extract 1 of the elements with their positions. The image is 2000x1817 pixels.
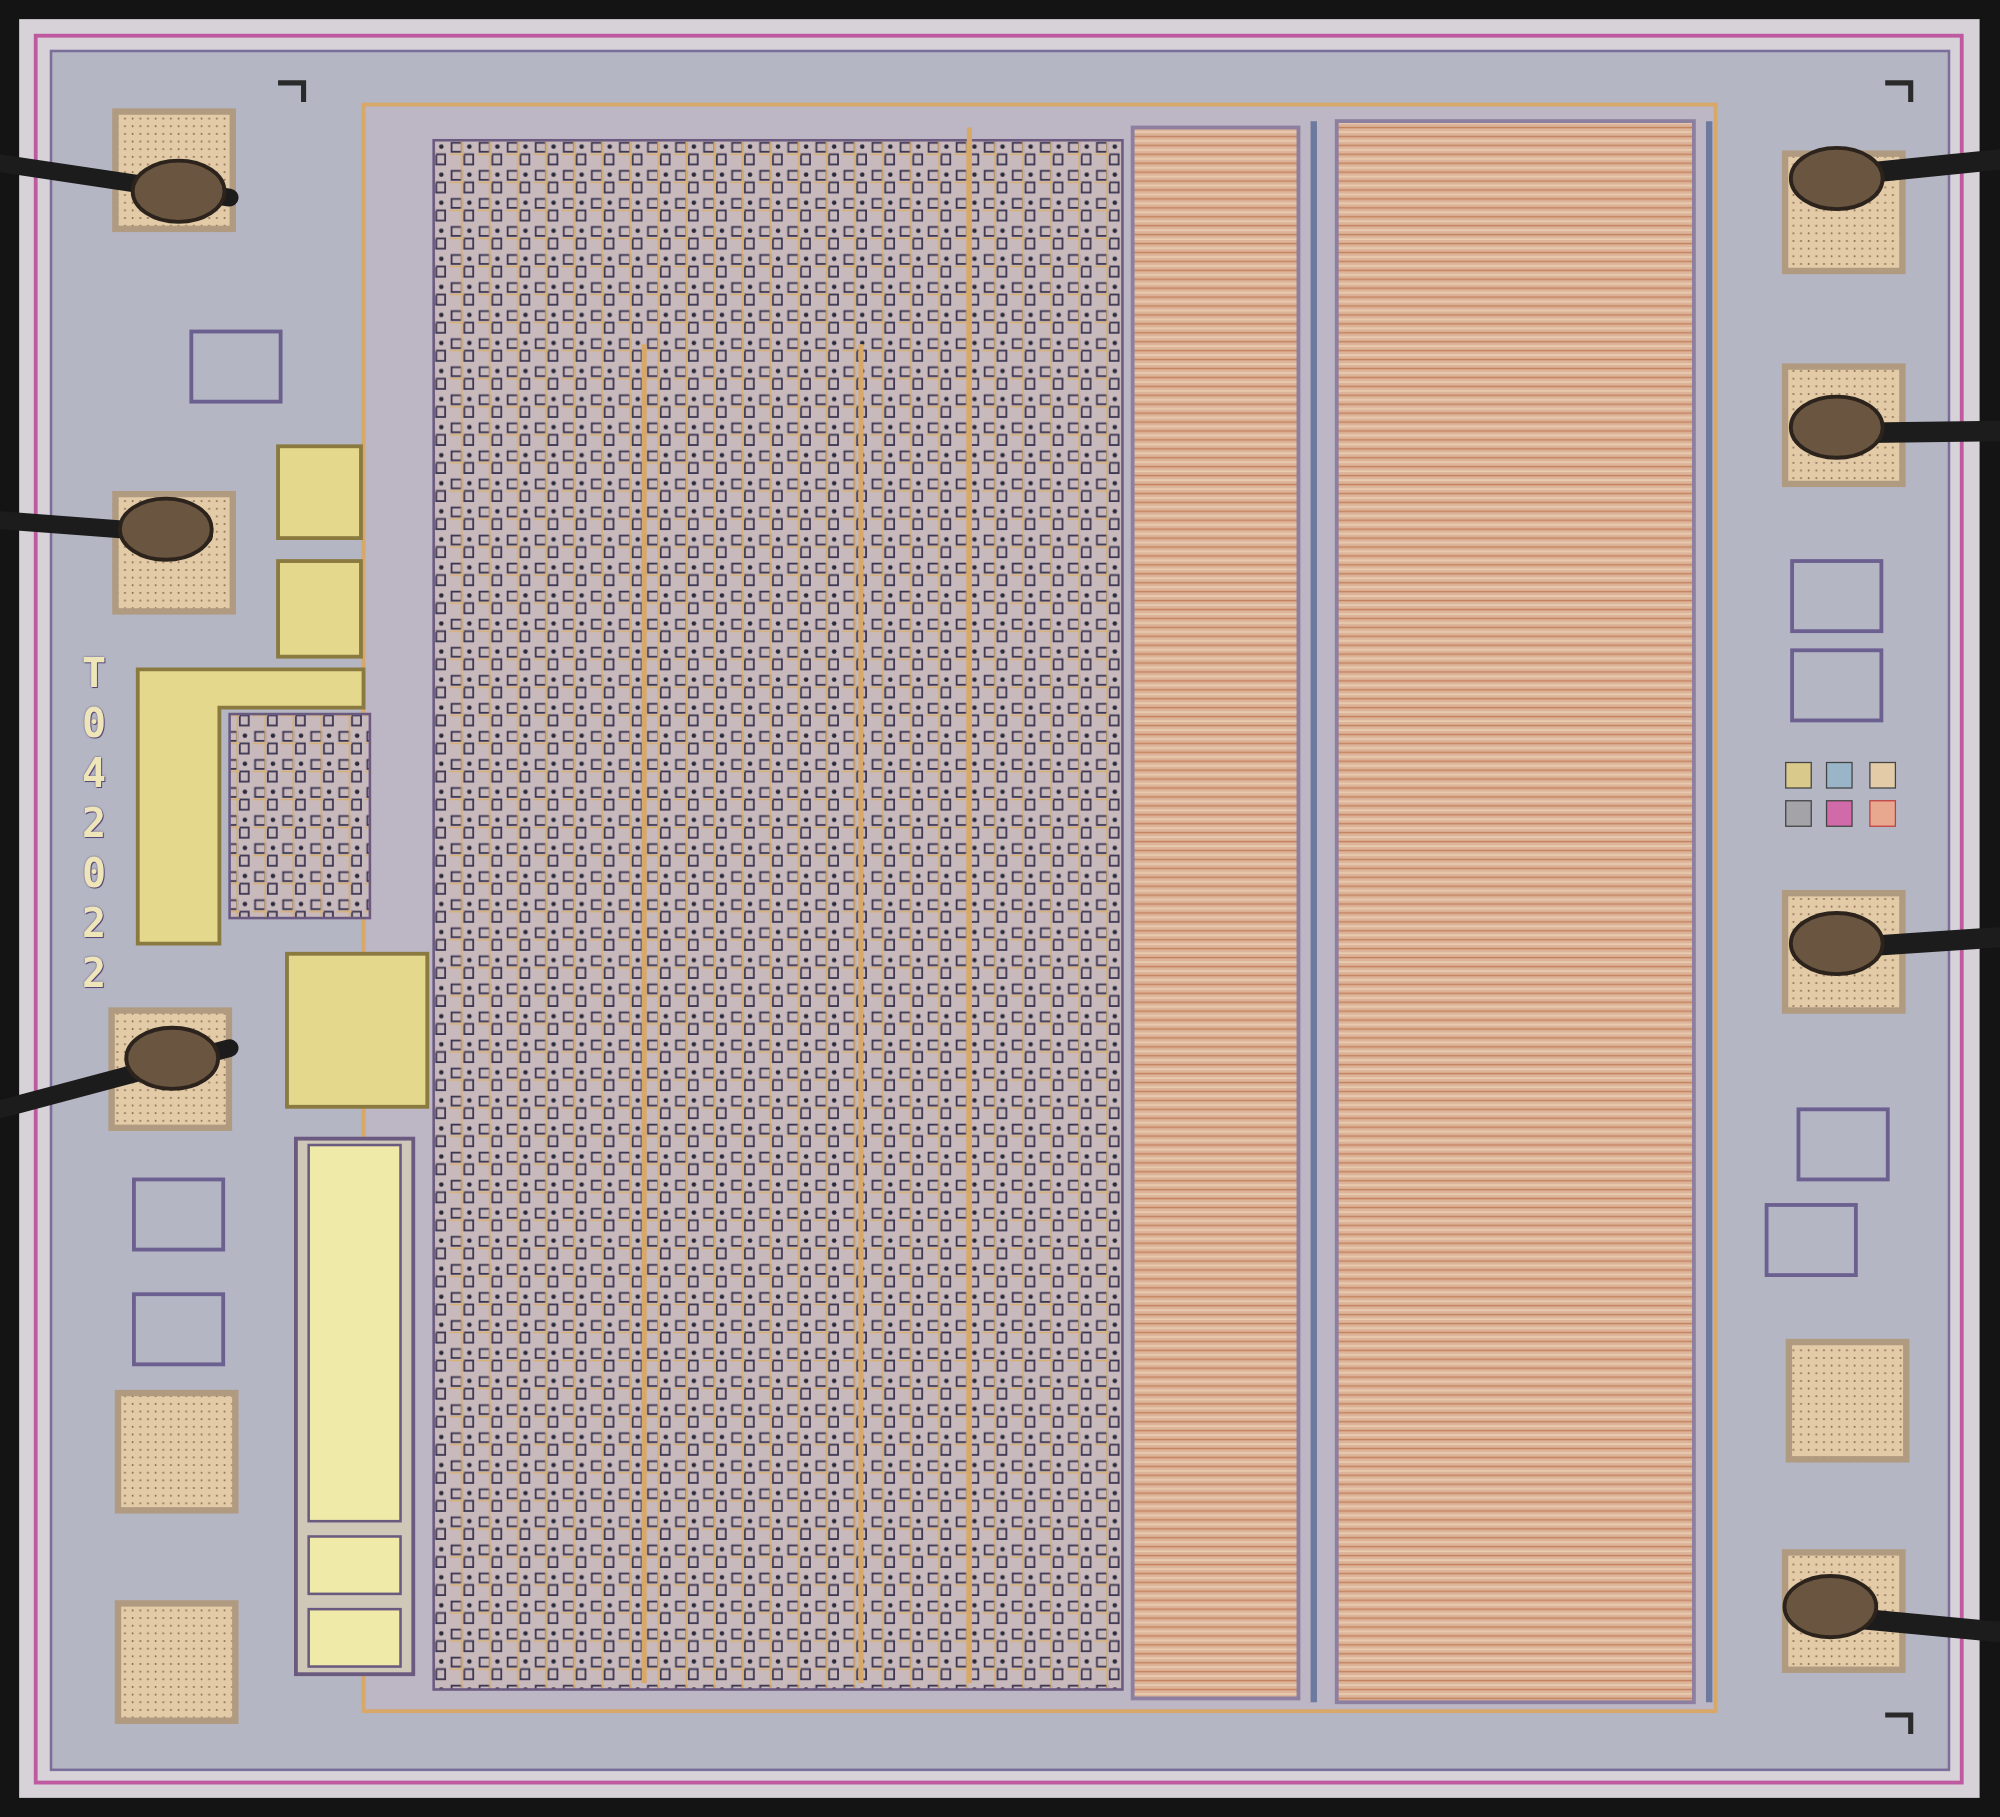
die-marking-text: T042022	[82, 649, 107, 998]
